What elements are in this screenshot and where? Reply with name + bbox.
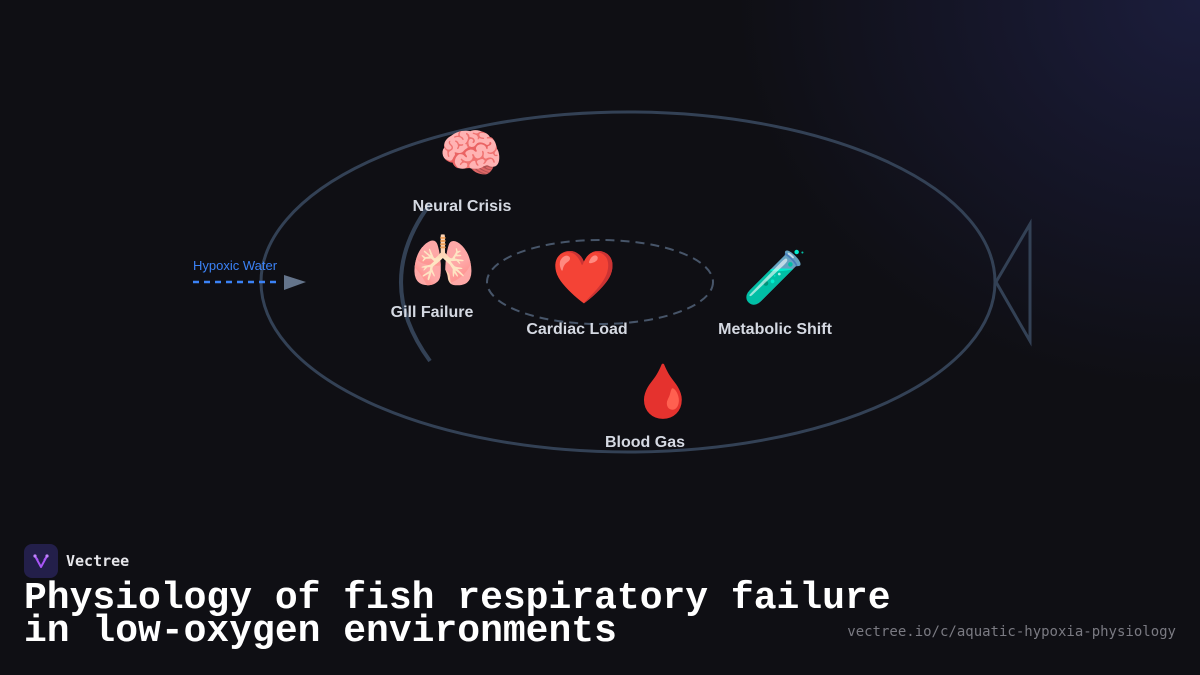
brain-icon: 🧠: [438, 125, 504, 183]
node-gill-failure: 🫁 Gill Failure: [391, 232, 476, 322]
page-title: Physiology of fish respiratory failure i…: [24, 577, 924, 653]
test-tube-icon: 🧪: [742, 249, 808, 307]
vectree-logo-icon: [24, 544, 58, 578]
hypoxic-water-label: Hypoxic Water: [193, 258, 278, 273]
hypoxic-water-arrowhead: [284, 275, 306, 290]
node-label: Metabolic Shift: [718, 321, 832, 338]
node-label: Gill Failure: [390, 304, 474, 321]
blood-drop-icon: 🩸: [630, 363, 696, 421]
title-line-2: in low-oxygen environments: [24, 610, 617, 653]
heart-icon: ❤️: [551, 249, 617, 307]
lungs-icon: 🫁: [410, 233, 476, 291]
brand-name: Vectree: [66, 552, 130, 570]
title-line-1: Physiology of fish respiratory failure: [24, 577, 891, 620]
fish-body-outline: [259, 110, 997, 454]
node-metabolic-shift: 🧪 Metabolic Shift: [718, 248, 832, 339]
fish-tail-outline: [994, 218, 1032, 347]
source-url[interactable]: vectree.io/c/aquatic-hypoxia-physiology: [847, 624, 1176, 640]
node-label: Neural Crisis: [412, 198, 512, 215]
node-label: Cardiac Load: [526, 321, 628, 338]
node-neural-crisis: 🧠 Neural Crisis: [413, 124, 512, 216]
node-label: Blood Gas: [604, 434, 685, 451]
node-blood-gas: 🩸 Blood Gas: [605, 362, 696, 452]
gill-arc: [399, 202, 432, 363]
node-cardiac-load: ❤️ Cardiac Load: [526, 248, 627, 339]
cardiac-dashed-ring: [486, 239, 714, 325]
brand: Vectree: [24, 544, 129, 578]
